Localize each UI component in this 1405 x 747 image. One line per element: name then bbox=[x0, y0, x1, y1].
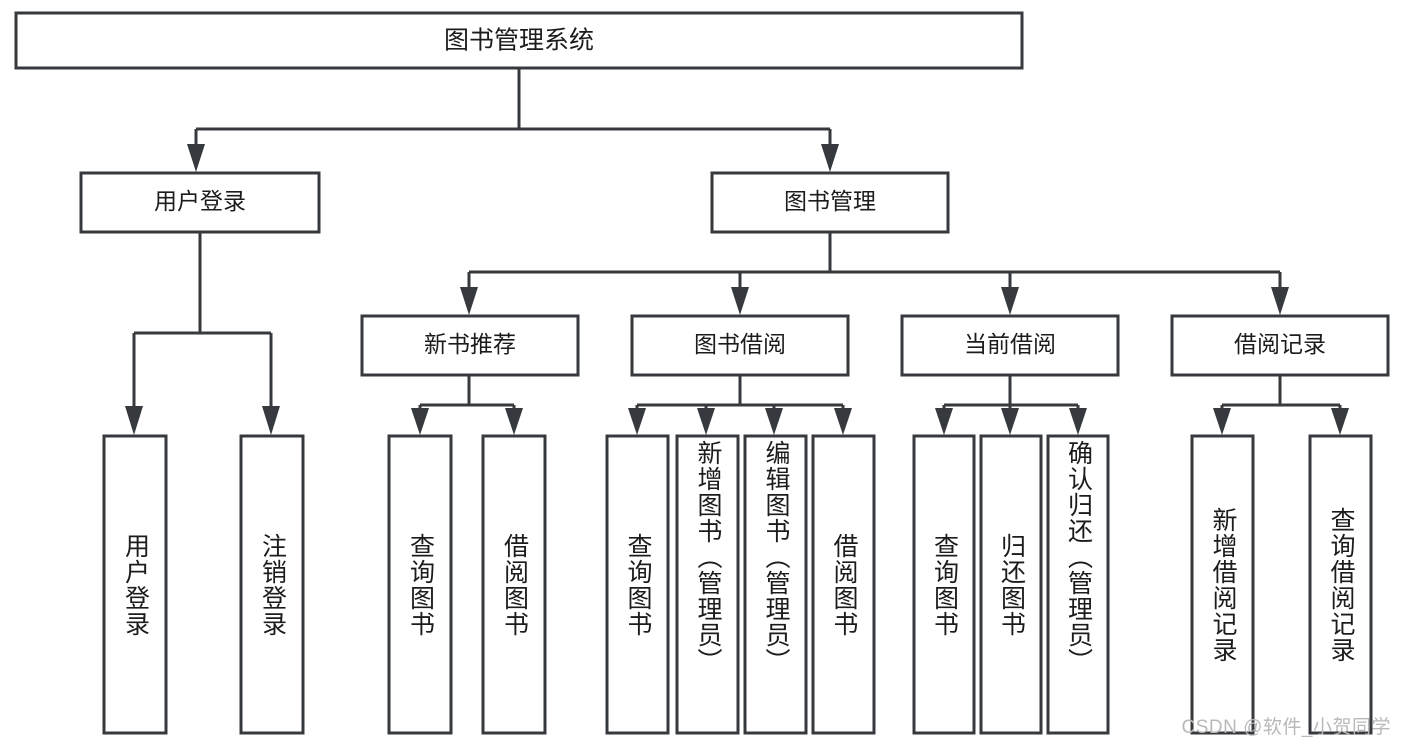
arrow-to-leaf-user-login bbox=[125, 406, 143, 435]
arrow-to-current-borrow bbox=[1001, 287, 1019, 315]
connector-group-book-manage bbox=[460, 232, 1289, 315]
node-leaf-query-book-3-box[interactable] bbox=[912, 434, 976, 735]
connector-group-borrow-record-leaves bbox=[1213, 375, 1349, 435]
arrow-to-leaf-query-record bbox=[1331, 408, 1349, 435]
arrow-to-leaf-add-book bbox=[697, 408, 715, 435]
node-book-borrow-box[interactable] bbox=[630, 314, 850, 377]
node-leaf-return-book-box[interactable] bbox=[979, 434, 1043, 735]
arrow-to-leaf-confirm-return bbox=[1069, 408, 1087, 435]
node-leaf-confirm-return-box[interactable] bbox=[1046, 434, 1110, 735]
node-user-login-label: 用户登录 bbox=[154, 188, 246, 214]
node-new-book-recommend[interactable]: 新书推荐 bbox=[360, 314, 580, 377]
node-book-manage[interactable]: 图书管理 bbox=[710, 171, 950, 234]
arrow-to-leaf-return-book bbox=[1001, 408, 1019, 435]
node-leaf-edit-book-box[interactable] bbox=[743, 434, 808, 735]
node-user-login[interactable]: 用户登录 bbox=[79, 171, 321, 234]
node-book-borrow-label: 图书借阅 bbox=[694, 331, 786, 357]
arrow-to-new-book-recommend bbox=[460, 287, 478, 315]
arrow-to-borrow-record bbox=[1271, 287, 1289, 315]
arrow-to-leaf-edit-book bbox=[765, 408, 783, 435]
node-leaf-logout-login-box[interactable] bbox=[239, 434, 305, 735]
arrow-to-leaf-borrow-book-1 bbox=[505, 408, 523, 435]
node-leaf-add-book-box[interactable] bbox=[675, 434, 740, 735]
arrow-to-leaf-query-book-1 bbox=[411, 408, 429, 435]
arrow-to-book-borrow bbox=[731, 287, 749, 315]
leaf-box-group bbox=[102, 434, 1373, 735]
arrow-to-leaf-logout-login bbox=[262, 406, 280, 435]
node-leaf-borrow-book-1-box[interactable] bbox=[481, 434, 547, 735]
node-leaf-user-login-box[interactable] bbox=[102, 434, 168, 735]
node-current-borrow-label: 当前借阅 bbox=[964, 331, 1056, 357]
node-leaf-query-record-box[interactable] bbox=[1308, 434, 1373, 735]
node-new-book-recommend-box[interactable] bbox=[360, 314, 580, 377]
connector-group-user-login-leaves bbox=[125, 232, 280, 435]
node-book-manage-label: 图书管理 bbox=[784, 188, 876, 214]
node-root[interactable]: 图书管理系统 bbox=[14, 11, 1024, 70]
connector-group-new-book-recommend-leaves bbox=[411, 375, 523, 435]
node-borrow-record-label: 借阅记录 bbox=[1234, 331, 1326, 357]
node-new-book-recommend-label: 新书推荐 bbox=[424, 331, 516, 357]
node-user-login-box[interactable] bbox=[79, 171, 321, 234]
arrow-to-user-login bbox=[187, 144, 205, 172]
connector-group-current-borrow-leaves bbox=[935, 375, 1087, 435]
arrow-to-book-manage bbox=[821, 144, 839, 172]
node-root-box[interactable] bbox=[14, 11, 1024, 70]
node-root-label: 图书管理系统 bbox=[444, 27, 594, 55]
connector-group-root bbox=[187, 68, 839, 172]
node-leaf-borrow-book-2-box[interactable] bbox=[811, 434, 876, 735]
node-book-manage-box[interactable] bbox=[710, 171, 950, 234]
arrow-to-leaf-borrow-book-2 bbox=[834, 408, 852, 435]
node-leaf-add-record-box[interactable] bbox=[1190, 434, 1255, 735]
node-book-borrow[interactable]: 图书借阅 bbox=[630, 314, 850, 377]
node-borrow-record-box[interactable] bbox=[1170, 314, 1390, 377]
arrow-to-leaf-query-book-2 bbox=[628, 408, 646, 435]
arrow-to-leaf-query-book-3 bbox=[935, 408, 953, 435]
arrow-to-leaf-add-record bbox=[1213, 408, 1231, 435]
node-current-borrow[interactable]: 当前借阅 bbox=[900, 314, 1120, 377]
connector-group-book-borrow-leaves bbox=[628, 375, 852, 435]
node-leaf-query-book-1-box[interactable] bbox=[387, 434, 453, 735]
node-borrow-record[interactable]: 借阅记录 bbox=[1170, 314, 1390, 377]
node-current-borrow-box[interactable] bbox=[900, 314, 1120, 377]
node-leaf-query-book-2-box[interactable] bbox=[605, 434, 670, 735]
watermark: CSDN @软件_小贺同学 bbox=[1181, 717, 1391, 738]
